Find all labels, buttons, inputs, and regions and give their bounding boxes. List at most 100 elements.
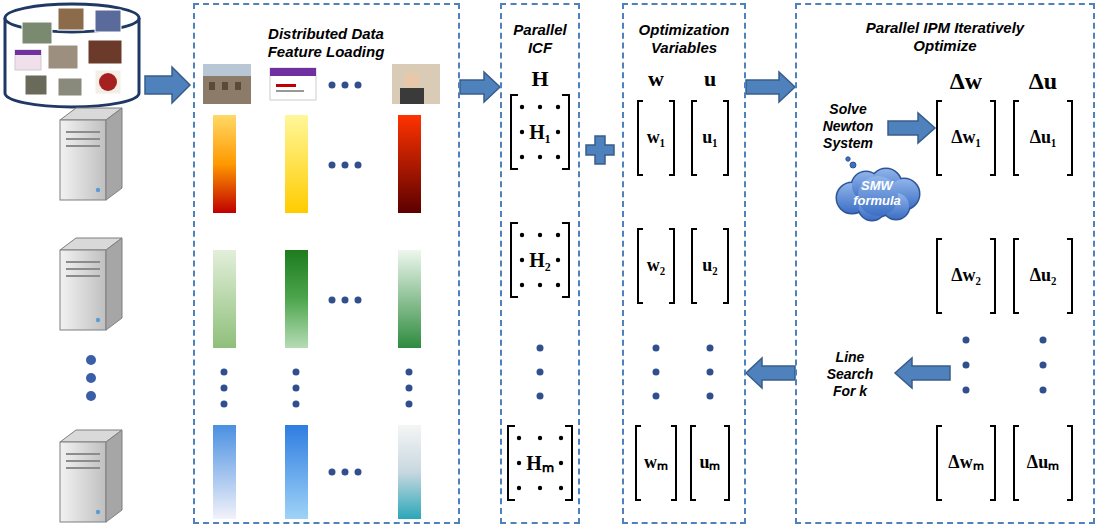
formula-cloud: SMW formula — [832, 168, 922, 220]
ellipsis-dot — [86, 355, 96, 365]
ellipsis-dot — [355, 162, 362, 169]
matrix-label: H₁ — [529, 121, 551, 143]
stage-panel: Optimization Variableswuw₁u₁w₂u₂wₘuₘ — [622, 3, 746, 524]
ellipsis-dot — [342, 162, 349, 169]
ellipsis-dot — [221, 385, 228, 392]
left-bracket — [638, 101, 643, 175]
matrix-label: Hₘ — [526, 452, 554, 474]
right-bracket — [990, 426, 995, 500]
left-bracket — [636, 426, 641, 500]
photo-face — [404, 72, 420, 88]
right-bracket — [562, 223, 569, 297]
right-bracket — [723, 229, 728, 303]
ellipsis-dot — [537, 393, 544, 400]
photo-window — [209, 82, 215, 90]
matrix-block: Hₘ — [506, 425, 574, 501]
matrix-dot — [559, 461, 563, 465]
matrix-dot — [538, 105, 542, 109]
vector-label: w₂ — [647, 256, 665, 276]
ellipsis-dot — [653, 393, 660, 400]
vector-block: wₘ — [634, 425, 678, 501]
matrix-dot — [556, 283, 560, 287]
photo-window — [235, 82, 241, 90]
matrix-dot — [538, 436, 542, 440]
ellipsis-dot — [342, 469, 349, 476]
ellipsis-dot — [707, 345, 714, 352]
ellipsis-dot — [406, 401, 413, 408]
feature-bar — [285, 115, 308, 213]
matrix-dot — [538, 155, 542, 159]
ellipsis-dot — [329, 162, 336, 169]
right-bracket — [669, 101, 674, 175]
photo-body — [400, 88, 424, 104]
feature-bar — [213, 425, 236, 519]
ellipsis-dot — [221, 401, 228, 408]
apple-photo — [99, 73, 117, 91]
ellipsis-dot — [963, 362, 970, 369]
feature-bar — [213, 250, 236, 348]
left-bracket — [937, 239, 942, 313]
ellipsis-dot — [329, 82, 336, 89]
block-arrow — [888, 113, 935, 143]
ellipsis-dot — [537, 345, 544, 352]
photo-window — [222, 82, 228, 90]
photo-thumbnail — [15, 50, 41, 70]
matrix-dot — [556, 155, 560, 159]
vector-block: Δu₁ — [1012, 100, 1074, 176]
ellipsis-dot — [293, 401, 300, 408]
matrix-dot — [520, 283, 524, 287]
photo-thumbnail — [392, 64, 440, 104]
photo-thumbnail — [25, 75, 47, 95]
ellipsis-dot — [653, 369, 660, 376]
right-bracket — [1067, 239, 1072, 313]
ellipsis-dot — [342, 297, 349, 304]
right-bracket — [723, 101, 728, 175]
ellipsis-dot — [355, 82, 362, 89]
matrix-dot — [520, 105, 524, 109]
left-bracket — [937, 426, 942, 500]
step-label: Line Search For k — [816, 349, 884, 399]
left-bracket — [508, 426, 515, 500]
left-bracket — [511, 223, 518, 297]
ellipsis-dot — [329, 297, 336, 304]
server-icon — [60, 108, 122, 200]
left-bracket — [692, 229, 697, 303]
ellipsis-dot — [653, 345, 660, 352]
feature-bar — [398, 115, 421, 213]
left-bracket — [1014, 239, 1019, 313]
left-bracket — [638, 229, 643, 303]
matrix-dot — [517, 461, 521, 465]
right-bracket — [671, 426, 676, 500]
panel-title: Parallel IPM Iteratively Optimize — [855, 19, 1035, 55]
photo-thumbnail — [48, 45, 78, 69]
vector-label: Δu₂ — [1030, 266, 1057, 286]
photo-thumbnail — [203, 76, 251, 104]
vector-label: Δwₘ — [948, 453, 983, 473]
matrix-dot — [538, 233, 542, 237]
photo-thumbnail — [58, 78, 82, 96]
feature-bar — [285, 250, 308, 348]
left-bracket — [1014, 426, 1019, 500]
ellipsis-dot — [293, 369, 300, 376]
vector-block: Δw₂ — [935, 238, 997, 314]
photo-thumbnail — [58, 8, 84, 30]
ellipsis-dot — [86, 373, 96, 383]
vector-block: u₂ — [690, 228, 730, 304]
right-bracket — [669, 229, 674, 303]
vector-label: u₁ — [702, 128, 717, 148]
ellipsis-dot — [707, 393, 714, 400]
column-header: w — [648, 67, 664, 91]
matrix-dot — [556, 233, 560, 237]
ellipsis-dot — [707, 369, 714, 376]
vector-label: Δu₁ — [1030, 128, 1057, 148]
matrix-dot — [556, 105, 560, 109]
matrix-block: H₂ — [509, 222, 571, 298]
left-bracket — [511, 95, 518, 169]
ellipsis-dot — [406, 385, 413, 392]
right-bracket — [565, 426, 572, 500]
photo-thumbnail — [88, 40, 122, 64]
matrix-dot — [520, 233, 524, 237]
photo-thumbnail — [22, 22, 52, 44]
plus-sign — [586, 136, 614, 164]
